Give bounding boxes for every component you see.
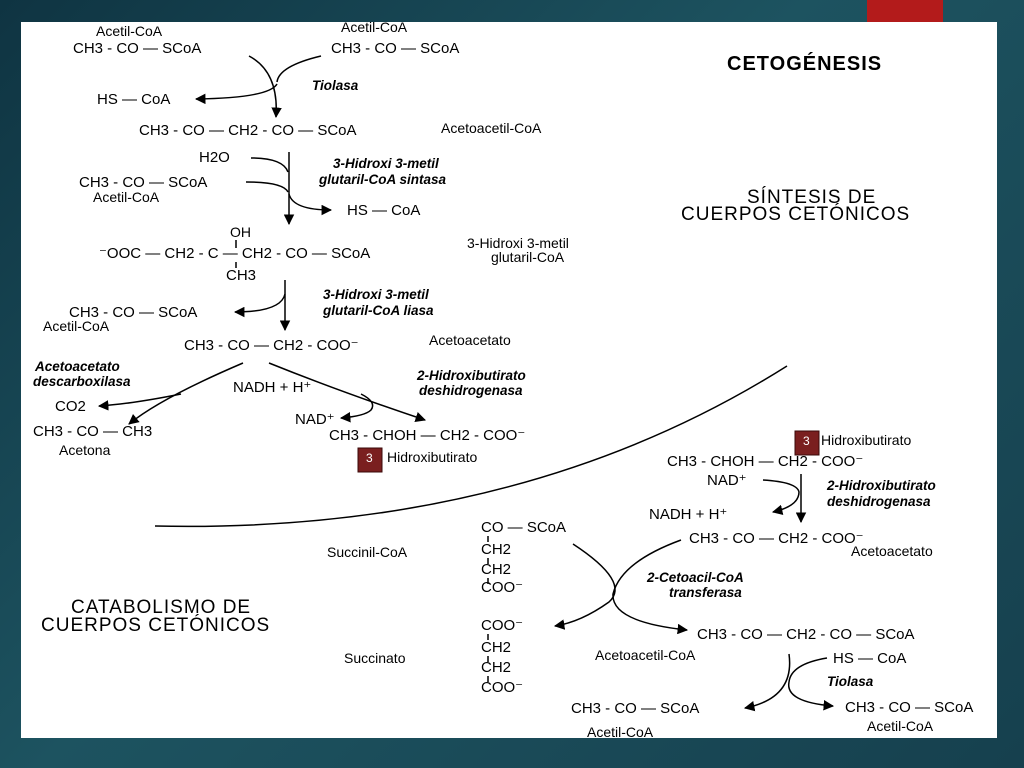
acetona-name: Acetona	[59, 442, 111, 458]
acetil-coa-formula-left: CH3 - CO — SCoA	[73, 40, 201, 57]
succinato-coo-bottom: COO⁻	[481, 679, 523, 696]
nadh-right: NADH + H⁺	[649, 506, 727, 523]
acetoacetato-name-top: Acetoacetato	[429, 332, 511, 348]
badge-right	[794, 430, 820, 456]
h2o: H2O	[199, 149, 230, 166]
acetona-formula: CH3 - CO — CH3	[33, 423, 152, 440]
enzyme-tiolasa-2: Tiolasa	[827, 674, 874, 689]
succinato-name: Succinato	[344, 650, 406, 666]
arrow-h2o-in	[250, 157, 289, 173]
hs-coa-step-final: HS — CoA	[833, 650, 906, 667]
badge-right-label: 3	[803, 434, 810, 448]
acetoacetil-name: Acetoacetil-CoA	[441, 120, 542, 136]
arrow-thiolase-left	[248, 55, 282, 119]
acetil-coa-formula-final-right: CH3 - CO — SCoA	[845, 699, 973, 716]
enzyme-dehydrogenase-right-line2: deshidrogenasa	[827, 494, 931, 509]
section-divider-arc	[154, 365, 788, 528]
hmg-oh: OH	[230, 224, 251, 240]
acetil-coa-formula-final-left: CH3 - CO — SCoA	[571, 700, 699, 717]
acetil-coa-name-right: Acetil-CoA	[341, 22, 408, 35]
hmg-ch3: CH3	[226, 267, 256, 284]
section-synthesis-line2: CUERPOS CETÓNICOS	[681, 203, 910, 225]
section-catabolism-line2: CUERPOS CETÓNICOS	[41, 614, 270, 636]
acetil-coa-name-left: Acetil-CoA	[96, 23, 163, 39]
arrow-nadh-right	[762, 479, 800, 515]
ketogenesis-diagram: CETOGÉNESIS SÍNTESIS DE CUERPOS CETÓNICO…	[33, 22, 973, 738]
arrow-final-right	[788, 681, 835, 711]
enzyme-tiolasa-1: Tiolasa	[312, 78, 359, 93]
badge-left	[357, 447, 383, 473]
acetil-coa-formula-step2: CH3 - CO — SCoA	[79, 174, 207, 191]
nad-right: NAD⁺	[707, 472, 747, 489]
enzyme-transferase-line1: 2-Cetoacil-CoA	[646, 570, 744, 585]
co2: CO2	[55, 398, 86, 415]
arrow-to-co2	[97, 393, 182, 411]
hmg-name-line2: glutaril-CoA	[491, 249, 565, 265]
enzyme-hmg-synthase-line2: glutaril-CoA sintasa	[318, 172, 447, 187]
section-catabolism-line1: CATABOLISMO DE	[71, 597, 251, 618]
acetoacetil-formula: CH3 - CO — CH2 - CO — SCoA	[139, 122, 357, 139]
succinil-coo: COO⁻	[481, 579, 523, 596]
acetoacetato-formula-right: CH3 - CO — CH2 - COO⁻	[689, 530, 864, 547]
corner-accent	[867, 0, 943, 22]
enzyme-transferase-line2: transferasa	[669, 585, 742, 600]
acetil-coa-name-step2: Acetil-CoA	[93, 189, 160, 205]
arrow-hscoa-in-final	[788, 657, 828, 683]
arrow-hscoa-out	[288, 193, 333, 216]
enzyme-hmg-lyase-line2: glutaril-CoA liasa	[322, 303, 434, 318]
title: CETOGÉNESIS	[727, 52, 882, 75]
hs-coa-step2: HS — CoA	[347, 202, 420, 219]
hidroxibutirato-name-right: Hidroxibutirato	[821, 432, 911, 448]
nadh-left: NADH + H⁺	[233, 379, 311, 396]
arrow-to-succinato	[553, 543, 616, 630]
succinato-coo-top: COO⁻	[481, 617, 523, 634]
enzyme-hmg-synthase-line1: 3-Hidroxi 3-metil	[333, 156, 439, 171]
succinil-co-scoa: CO — SCoA	[481, 519, 566, 536]
succinil-ch2-2: CH2	[481, 561, 511, 578]
slide: CETOGÉNESIS SÍNTESIS DE CUERPOS CETÓNICO…	[21, 22, 997, 738]
arrow-thiolase-right	[276, 55, 322, 83]
enzyme-dehydrogenase-right-line1: 2-Hidroxibutirato	[826, 478, 936, 493]
arrow-to-hidroxibutirato	[268, 362, 426, 422]
badge-left-label: 3	[366, 451, 373, 465]
arrow-acetil-out	[233, 293, 286, 318]
succinato-ch2-2: CH2	[481, 659, 511, 676]
acetoacetil-formula-right: CH3 - CO — CH2 - CO — SCoA	[697, 626, 915, 643]
succinato-ch2-1: CH2	[481, 639, 511, 656]
arrow-to-acetona	[128, 362, 244, 425]
nad-left: NAD⁺	[295, 411, 335, 428]
acetil-coa-formula-step3: CH3 - CO — SCoA	[69, 304, 197, 321]
arrow-to-acetoacetil	[612, 539, 689, 635]
hmg-formula: ⁻OOC — CH2 - C — CH2 - CO — SCoA	[99, 245, 370, 262]
acetoacetato-name-right: Acetoacetato	[851, 543, 933, 559]
enzyme-decarboxylase-line1: Acetoacetato	[34, 359, 120, 374]
hmg-name-line1: 3-Hidroxi 3-metil	[467, 235, 569, 251]
enzyme-decarboxylase-line2: descarboxilasa	[33, 374, 131, 389]
arrow-nadh-left	[339, 393, 374, 423]
enzyme-hmg-lyase-line1: 3-Hidroxi 3-metil	[323, 287, 429, 302]
acetil-coa-name-final-left: Acetil-CoA	[587, 724, 654, 738]
hs-coa-step1: HS — CoA	[97, 91, 170, 108]
arrow-acetil-in	[245, 181, 289, 193]
acetil-coa-name-final-right: Acetil-CoA	[867, 718, 934, 734]
arrow-thiolase-hscoa	[194, 83, 278, 105]
hidroxibutirato-name-left: Hidroxibutirato	[387, 449, 477, 465]
enzyme-dehydrogenase-top-line2: deshidrogenasa	[419, 383, 523, 398]
arrow-final-left	[743, 653, 791, 712]
acetil-coa-name-step3: Acetil-CoA	[43, 318, 110, 334]
section-synthesis-line1: SÍNTESIS DE	[747, 187, 876, 208]
succinil-ch2-1: CH2	[481, 541, 511, 558]
acetoacetil-name-right: Acetoacetil-CoA	[595, 647, 696, 663]
acetil-coa-formula-right: CH3 - CO — SCoA	[331, 40, 459, 57]
hidroxibutirato-formula-left: CH3 - CHOH — CH2 - COO⁻	[329, 427, 525, 444]
acetoacetato-formula-top: CH3 - CO — CH2 - COO⁻	[184, 337, 359, 354]
succinil-coa-name: Succinil-CoA	[327, 544, 408, 560]
hidroxibutirato-formula-right: CH3 - CHOH — CH2 - COO⁻	[667, 453, 863, 470]
enzyme-dehydrogenase-top-line1: 2-Hidroxibutirato	[416, 368, 526, 383]
